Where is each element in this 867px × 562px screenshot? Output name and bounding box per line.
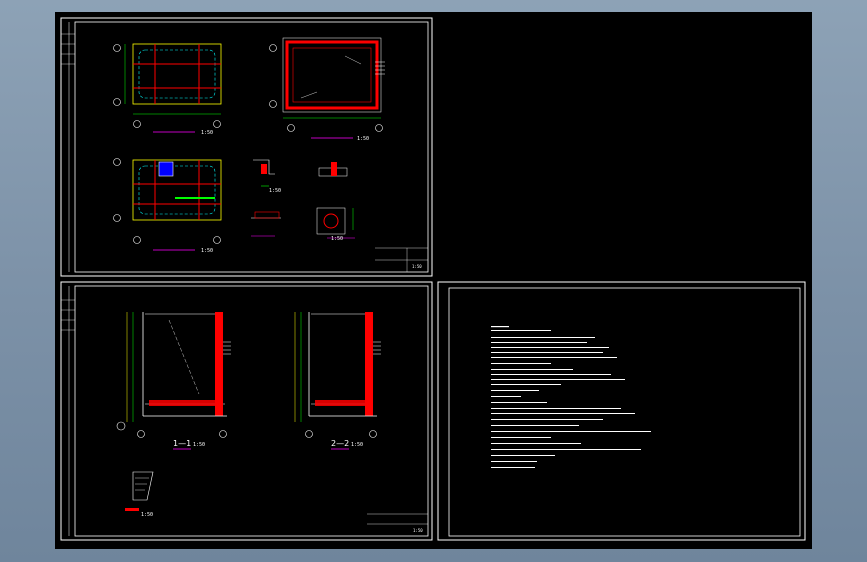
sheet-plans[interactable]: 1:50 1:50 — [60, 17, 433, 277]
roof-slab-plan — [113, 158, 222, 251]
section-2-2 — [294, 312, 381, 450]
plans-title-scale: 1:50 — [412, 264, 422, 269]
general-notes-text — [491, 326, 651, 468]
section-2-scale: 1:50 — [351, 442, 363, 448]
sheet-notes[interactable] — [437, 281, 806, 541]
sheet-sections[interactable]: 1—1 1:50 2—2 1:50 — [60, 281, 433, 541]
wall-detail-scale: 1:50 — [141, 512, 153, 518]
roof-plan-scale: 1:50 — [201, 248, 213, 254]
detail-a-scale: 1:50 — [269, 188, 281, 194]
foundation-plan-scale: 1:50 — [201, 130, 213, 136]
detail-manhole — [251, 159, 281, 237]
wall-detail — [125, 471, 154, 511]
section-2-label: 2—2 — [331, 439, 349, 448]
wall-plan-scale: 1:50 — [357, 136, 369, 142]
detail-b-scale: 1:50 — [331, 236, 343, 242]
cad-drawing: 1:50 1:50 — [60, 17, 806, 541]
sections-title-scale: 1:50 — [413, 528, 423, 533]
title-block-sections — [367, 513, 428, 525]
section-1-1 — [116, 312, 231, 450]
foundation-plan — [113, 43, 222, 133]
section-1-scale: 1:50 — [193, 442, 205, 448]
wall-reinforcement-plan — [269, 37, 385, 139]
section-1-label: 1—1 — [173, 439, 191, 448]
cad-model-viewport[interactable]: 1:50 1:50 — [55, 12, 812, 549]
detail-pipe — [316, 162, 355, 239]
title-block-plans — [375, 247, 428, 272]
